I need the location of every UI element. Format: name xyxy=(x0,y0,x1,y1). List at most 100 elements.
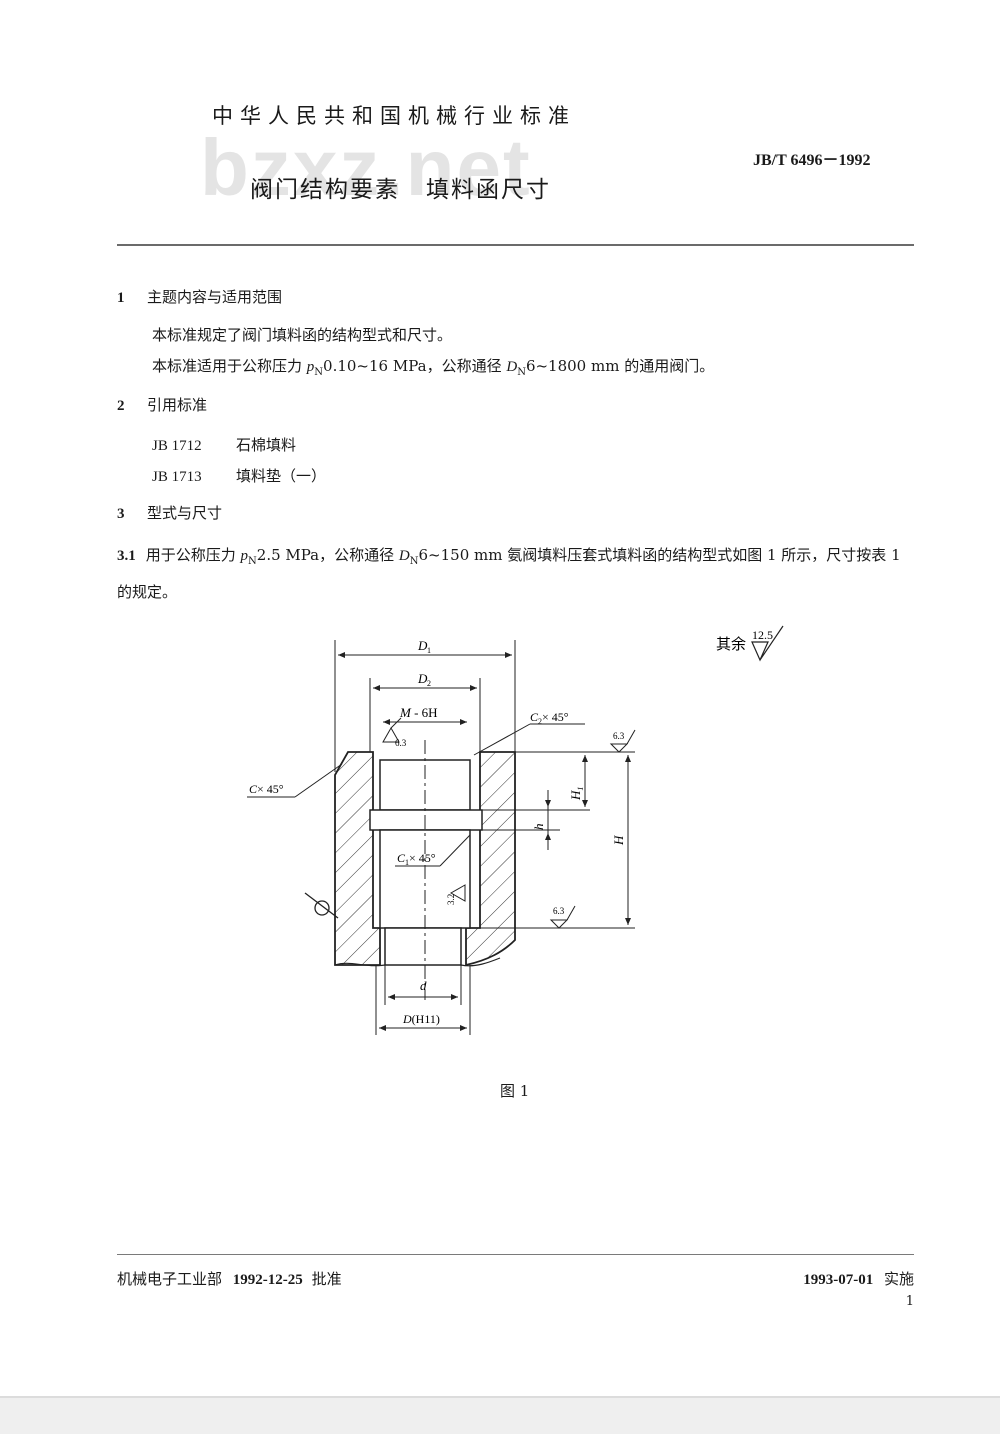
label-d1-sub: 1 xyxy=(427,646,431,655)
section-title: 引用标准 xyxy=(147,396,208,414)
roughness-symbol-icon xyxy=(751,625,784,662)
roughness-bottom: 6.3 xyxy=(549,905,576,929)
section-1-heading: 1 主题内容与适用范围 xyxy=(117,286,282,307)
section-title: 主题内容与适用范围 xyxy=(147,288,283,306)
approval-date: 1992-12-25 xyxy=(232,1272,303,1288)
edge-symbol-icon xyxy=(314,900,330,916)
label-thread: M - 6H xyxy=(399,705,438,720)
break-line xyxy=(460,957,501,967)
section-title: 型式与尺寸 xyxy=(147,504,223,522)
leader-line xyxy=(439,834,471,867)
break-line xyxy=(334,962,386,967)
watermark: bzxz.net xyxy=(200,123,532,212)
reference-name: 石棉填料 xyxy=(236,436,297,454)
section-number: 1 xyxy=(117,290,125,306)
dimension-d-h11: D(H11) xyxy=(375,965,471,1035)
dimension-d1: D 1 xyxy=(334,638,516,772)
reference-item: JB 1712 石棉填料 xyxy=(152,434,296,455)
clause-number: 3.1 xyxy=(117,548,136,564)
standard-number: JB/T 6496－1992 xyxy=(753,152,871,169)
implementation-line: 1993-07-01 实施 xyxy=(803,1268,914,1289)
label-c1: C1× 45° xyxy=(397,851,436,867)
figure-1-drawing: 其余 12.5 D 1 xyxy=(247,625,784,1035)
dimension-small-d: d xyxy=(384,965,462,1005)
title-part-2: 填料函尺寸 xyxy=(426,177,551,203)
edge-symbol-leader xyxy=(304,892,339,919)
subscript-n: N xyxy=(517,367,526,378)
roughness-value: 6.3 xyxy=(613,731,625,741)
roughness-symbol-icon xyxy=(382,717,402,743)
text-run: 用于公称压力 xyxy=(145,546,241,564)
label-h-total: H xyxy=(611,835,626,846)
subscript-n: N xyxy=(409,556,419,567)
document-title: 阀门结构要素填料函尺寸 xyxy=(250,170,551,204)
label-h1: H1 xyxy=(568,787,585,801)
roughness-value: 3.2 xyxy=(446,894,456,905)
undercut-groove xyxy=(369,809,483,831)
symbol-d: D xyxy=(506,359,518,375)
roughness-symbol-icon xyxy=(609,729,636,753)
rest-roughness-note: 其余 12.5 xyxy=(716,625,784,662)
approval-line: 机械电子工业部 1992-12-25 批准 xyxy=(117,1268,342,1289)
title-part-1: 阀门结构要素 xyxy=(250,177,400,203)
dimension-h1: H1 xyxy=(568,755,588,807)
label-d2: D xyxy=(417,671,428,686)
reference-name: 填料垫（一） xyxy=(236,467,327,485)
label-d1: D xyxy=(417,638,428,653)
roughness-symbol-icon xyxy=(549,905,576,929)
section-number: 2 xyxy=(117,398,125,414)
rest-label: 其余 xyxy=(716,635,746,653)
chamfer-c1: C1× 45° xyxy=(395,834,471,867)
label-d2-sub: 2 xyxy=(427,679,431,688)
roughness-value: 6.3 xyxy=(395,738,407,748)
approval-label: 批准 xyxy=(311,1270,342,1288)
subscript-n: N xyxy=(248,556,257,567)
text-run: 6~1800 mm 的通用阀门。 xyxy=(525,357,715,375)
header-rule xyxy=(117,244,914,246)
roughness-3-2: 3.2 xyxy=(446,884,466,905)
dimension-thread: M - 6H 6.3 xyxy=(382,705,467,748)
reference-item: JB 1713 填料垫（一） xyxy=(152,465,326,486)
reference-code: JB 1713 xyxy=(152,469,202,485)
dimension-h: h xyxy=(531,790,551,850)
text-run: 本标准适用于公称压力 xyxy=(152,357,307,375)
chamfer-c: C× 45° xyxy=(247,763,343,798)
roughness-value: 6.3 xyxy=(553,906,565,916)
leader-line xyxy=(294,763,343,798)
text-run: 0.10~16 MPa，公称通径 xyxy=(323,357,507,375)
section-1-paragraph-2: 本标准适用于公称压力 pN0.10~16 MPa，公称通径 DN6~1800 m… xyxy=(152,355,714,378)
section-2-heading: 2 引用标准 xyxy=(117,394,207,415)
label-d-h11: D(H11) xyxy=(402,1012,440,1026)
viewer-bottom-border xyxy=(0,1396,1000,1398)
implementation-label: 实施 xyxy=(883,1270,914,1288)
symbol-p: p xyxy=(240,548,249,564)
left-body-section xyxy=(334,751,381,966)
section-1-paragraph-1: 本标准规定了阀门填料函的结构型式和尺寸。 xyxy=(152,326,453,344)
label-h: h xyxy=(531,824,546,831)
chamfer-c2: C2× 45° xyxy=(473,710,585,756)
dimension-d2: D 2 xyxy=(369,671,481,752)
symbol-d: D xyxy=(398,548,410,564)
packing-box-body xyxy=(304,740,635,1000)
leader-line xyxy=(473,723,531,756)
subscript-n: N xyxy=(314,367,324,378)
text-run: 2.5 MPa，公称通径 xyxy=(256,546,399,564)
figure-caption: 图 1 xyxy=(500,1082,530,1100)
roughness-top: 6.3 xyxy=(609,729,636,753)
reference-code: JB 1712 xyxy=(152,438,202,454)
text-run: 6~150 mm 氨阀填料压套式填料函的结构型式如图 1 所示，尺寸按表 1 的… xyxy=(117,546,901,601)
implementation-date: 1993-07-01 xyxy=(803,1272,874,1288)
label-d: d xyxy=(420,978,427,993)
right-body-section xyxy=(465,751,516,967)
organization-name: 中华人民共和国机械行业标准 xyxy=(212,104,576,128)
roughness-symbol-icon xyxy=(449,884,466,902)
symbol-p: p xyxy=(306,359,315,375)
stem-hole xyxy=(384,927,462,966)
page-number: 1 xyxy=(905,1294,914,1309)
rest-value: 12.5 xyxy=(752,628,773,642)
dimension-total-h: H xyxy=(611,755,631,925)
footer-rule xyxy=(117,1254,914,1255)
label-c: C× 45° xyxy=(249,782,284,796)
